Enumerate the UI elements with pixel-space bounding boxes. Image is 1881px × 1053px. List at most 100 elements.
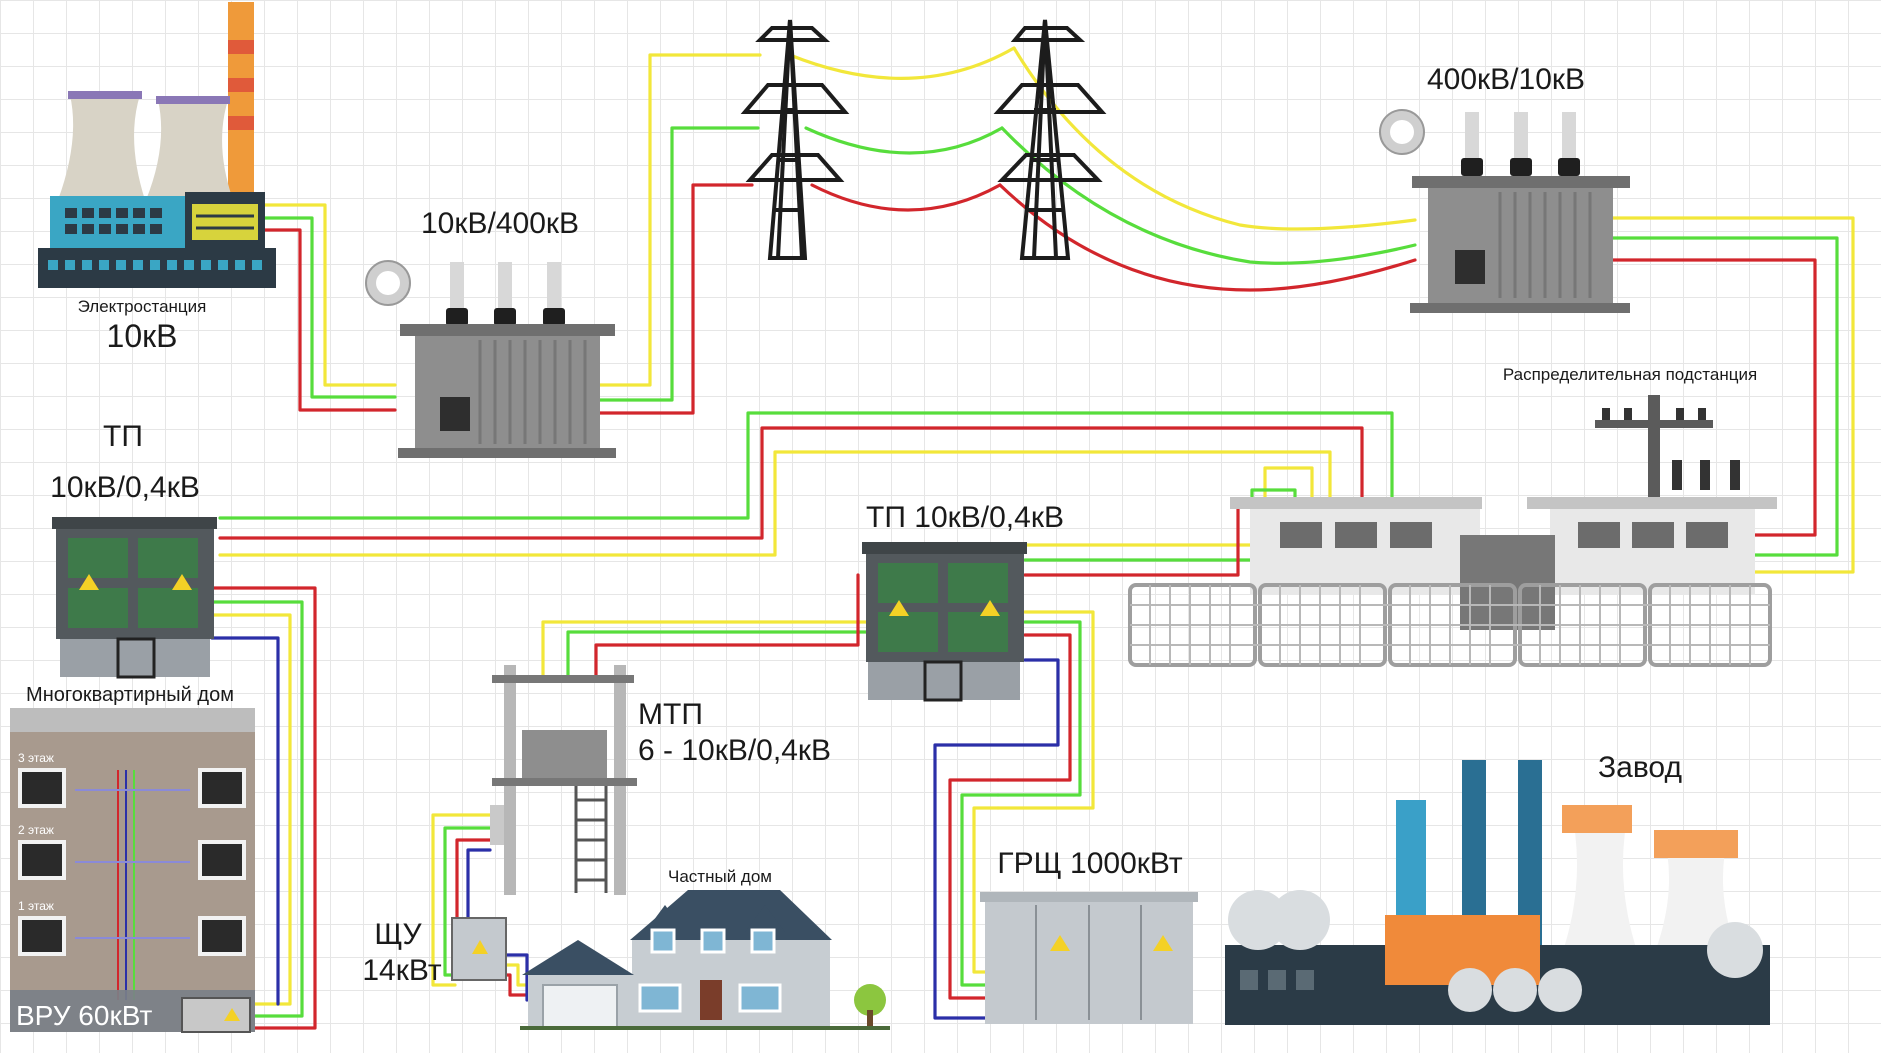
- mtp-ladder: [574, 786, 608, 893]
- wire-red: [218, 426, 1364, 540]
- floor-label: 3 этаж: [18, 751, 54, 765]
- transformer-lid: [400, 324, 615, 336]
- shu-line2: 14кВт: [362, 954, 442, 987]
- factory-tank-band: [1654, 830, 1738, 858]
- private-house-label: Частный дом: [668, 867, 772, 886]
- substation-building: [1250, 505, 1480, 595]
- house-door: [700, 980, 722, 1020]
- tree-trunk: [867, 1010, 873, 1030]
- wire-red: [260, 228, 397, 412]
- mtp-title: МТП: [638, 698, 703, 731]
- gauge-face: [1390, 120, 1414, 144]
- warning-icon: [980, 600, 1000, 616]
- warning-icon: [79, 574, 99, 590]
- wire-red: [998, 183, 1417, 292]
- mtp-switch-box: [490, 805, 504, 845]
- tp-left-voltage: 10кВ/0,4кВ: [50, 471, 200, 504]
- tp-plinth: [60, 639, 210, 677]
- mtp-crossarm: [492, 675, 634, 683]
- tp-cabinet-roof: [52, 517, 217, 529]
- distribution-substation: Распределительная подстанция: [1128, 365, 1777, 667]
- wire-red: [996, 633, 1072, 782]
- cooling-tower: [58, 95, 145, 200]
- wire-yellow: [503, 963, 527, 987]
- wire-blue: [933, 658, 1060, 1020]
- wire-blue: [210, 636, 280, 1006]
- bushing-caps: [446, 308, 565, 326]
- tp-plinth: [868, 662, 1020, 700]
- warning-icon: [1050, 935, 1070, 951]
- factory-tank-band: [1562, 805, 1632, 833]
- shu-line1: ЩУ: [374, 918, 422, 951]
- cooling-tower: [146, 100, 233, 200]
- transmission-tower: [993, 19, 1107, 260]
- wire-yellow: [260, 203, 397, 387]
- step-down-label: 400кВ/10кВ: [1427, 63, 1585, 96]
- wire-green: [1610, 236, 1839, 557]
- step-up-transformer: 10кВ/400кВ: [365, 207, 616, 458]
- floor-wiring: [75, 770, 190, 1000]
- shu-panel: ЩУ 14кВт: [362, 917, 507, 987]
- warning-icon: [224, 1008, 240, 1021]
- substation-pole: [1648, 395, 1660, 500]
- plant-panel: [192, 204, 258, 240]
- tp-middle: ТП 10кВ/0,4кВ: [862, 501, 1064, 702]
- wire-green: [996, 620, 1082, 797]
- step-down-transformer: 400кВ/10кВ: [1379, 63, 1630, 313]
- plant-voltage: 10кВ: [107, 318, 178, 354]
- garage-roof: [522, 940, 634, 975]
- wire-yellow: [788, 46, 1016, 80]
- factory-windows: [1240, 970, 1314, 990]
- wire-red: [210, 586, 317, 1030]
- warning-icon: [172, 574, 192, 590]
- tank-fins: [478, 340, 587, 444]
- transformer-base: [1410, 303, 1630, 313]
- insulators: [1602, 408, 1740, 490]
- wire-blue: [503, 953, 529, 1002]
- building-windows: [18, 768, 246, 956]
- plant-caption: Электростанция: [78, 297, 207, 316]
- wire-red: [948, 778, 1000, 1000]
- bushing-caps: [1461, 158, 1580, 176]
- tp-left-title: ТП: [103, 420, 143, 453]
- chimney-stripe: [228, 78, 254, 92]
- wire-green: [1023, 488, 1297, 562]
- wire-yellow: [1023, 466, 1314, 547]
- transformer-tank: [415, 336, 600, 448]
- vru-cabinet: [181, 997, 251, 1033]
- tp-middle-label: ТП 10кВ/0,4кВ: [866, 501, 1064, 534]
- grsh-label: ГРЩ 1000кВт: [997, 847, 1183, 880]
- wire-yellow: [1610, 216, 1855, 574]
- chimney-stripe: [228, 116, 254, 130]
- private-house: Частный дом: [520, 867, 890, 1030]
- grsh-panel: ГРЩ 1000кВт: [980, 847, 1198, 1024]
- floor-label: 2 этаж: [18, 823, 54, 837]
- bushings: [450, 262, 561, 312]
- wire-green: [218, 411, 1394, 520]
- substation-crossarm: [1595, 420, 1713, 428]
- factory-tank: [1560, 805, 1640, 960]
- wire-yellow: [218, 450, 1332, 557]
- tp-cabinet-roof: [862, 542, 1027, 554]
- building-parapet: [10, 708, 255, 732]
- transformer-base: [398, 448, 616, 458]
- plant-chimney: [228, 2, 254, 202]
- bushings: [1465, 112, 1576, 162]
- mtp-transformer: [522, 730, 607, 778]
- tank-fins: [1498, 192, 1592, 298]
- house-windows: [638, 928, 782, 1013]
- factory-tank: [1652, 830, 1740, 960]
- chimney-stripe: [228, 40, 254, 54]
- step-up-label: 10кВ/400кВ: [421, 207, 579, 240]
- wire-green: [960, 793, 1000, 987]
- wire-yellow: [431, 813, 492, 987]
- wire-yellow: [996, 610, 1095, 810]
- apartment-label: Многоквартирный дом: [26, 684, 234, 706]
- cooling-tower-rim: [68, 91, 142, 99]
- warning-icon: [1153, 935, 1173, 951]
- wire-green: [210, 600, 304, 1018]
- substation-roof: [1527, 497, 1777, 509]
- wire-yellow: [210, 613, 292, 1006]
- plant-windows: [65, 208, 162, 234]
